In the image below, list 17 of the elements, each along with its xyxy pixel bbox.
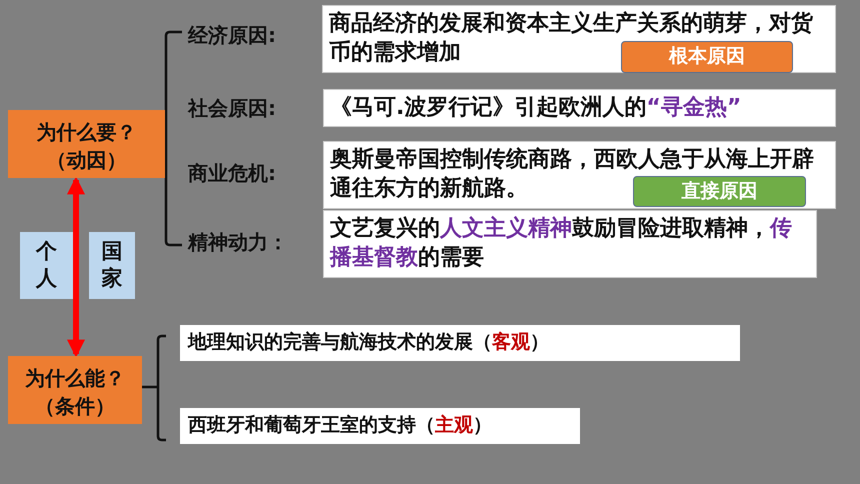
category-label: 精神动力： [188,229,288,256]
reason-box: 奥斯曼帝国控制传统商路，西欧人急于从海上开辟通往东方的新航路。 直接原因 [323,141,836,209]
reason-box: 《马可.波罗行记》引起欧洲人的“寻金热” [323,89,836,127]
double-arrow [67,176,85,358]
side-label-box: 国家 [89,232,135,299]
condition-box: 西班牙和葡萄牙王室的支持（主观） [180,408,580,444]
tag-label: 根本原因 [621,41,793,73]
reason-box: 文艺复兴的人文主义精神鼓励冒险进取精神，传播基督教的需要 [323,210,817,278]
side-label-box: 个人 [20,232,73,299]
category-label: 社会原因: [188,95,276,122]
question-box: 为什么要？（动因） [8,110,165,178]
question-box: 为什么能？（条件） [8,356,142,424]
condition-box: 地理知识的完善与航海技术的发展（客观） [180,325,740,361]
tag-label: 直接原因 [633,176,806,207]
category-label: 经济原因: [188,22,276,49]
reason-box: 商品经济的发展和资本主义生产关系的萌芽，对货币的需求增加 根本原因 [322,5,836,73]
category-label: 商业危机: [188,160,276,187]
